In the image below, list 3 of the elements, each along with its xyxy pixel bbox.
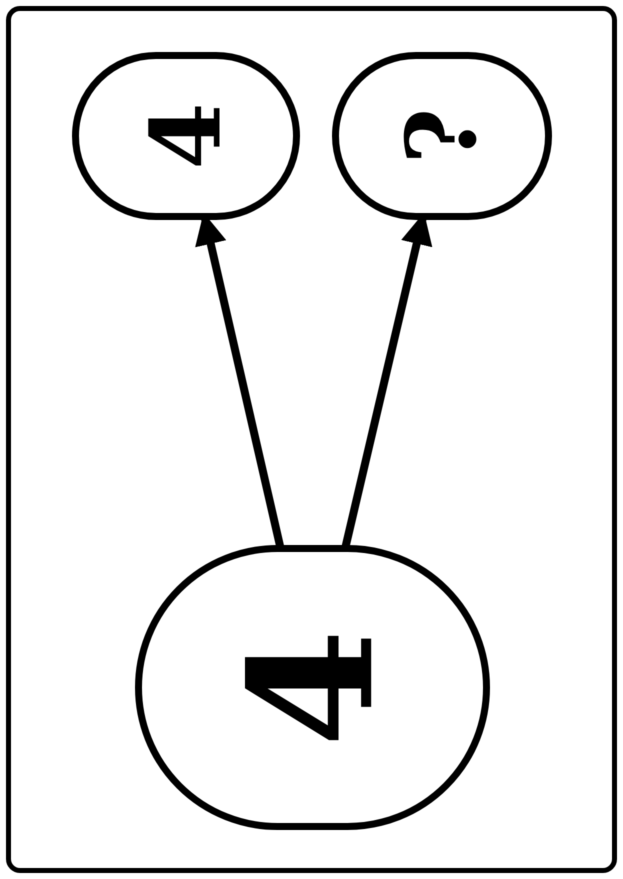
number-label: 4: [138, 102, 234, 170]
number-label: ?: [394, 108, 490, 164]
number-label: 4: [228, 628, 398, 747]
